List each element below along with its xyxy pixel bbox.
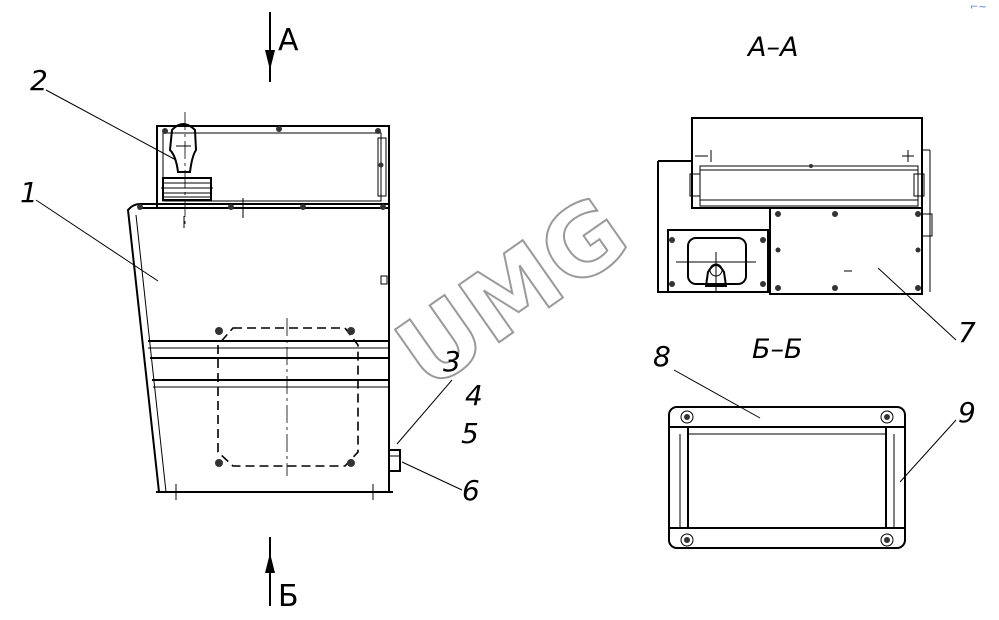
section-aa bbox=[657, 117, 933, 295]
connector-6 bbox=[388, 449, 401, 472]
section-bb bbox=[668, 406, 906, 549]
front-view bbox=[126, 112, 401, 500]
view-arrow-top: А bbox=[265, 12, 299, 82]
callouts-main: 2 1 3 4 5 6 bbox=[20, 64, 483, 507]
view-label-top: А bbox=[278, 23, 299, 58]
watermark-text: UMG bbox=[377, 174, 648, 410]
callout-3: 3 bbox=[443, 345, 461, 378]
hidden-hatch bbox=[217, 327, 359, 467]
callout-8: 8 bbox=[653, 340, 671, 373]
section-title-bb: Б–Б bbox=[752, 334, 803, 365]
callout-4: 4 bbox=[465, 379, 483, 412]
callout-5: 5 bbox=[461, 417, 479, 450]
housing bbox=[126, 203, 390, 493]
section-title-aa: А–А bbox=[746, 32, 798, 63]
callout-2: 2 bbox=[30, 64, 48, 97]
corner-mark: ⌐~ bbox=[970, 2, 987, 13]
callout-9: 9 bbox=[958, 396, 976, 429]
upper-box bbox=[156, 125, 390, 209]
callout-7: 7 bbox=[958, 316, 976, 349]
watermark: UMG bbox=[376, 173, 649, 411]
callout-1: 1 bbox=[20, 176, 38, 209]
view-arrow-bottom: Б bbox=[265, 537, 299, 614]
callout-6: 6 bbox=[462, 474, 480, 507]
view-label-bottom: Б bbox=[278, 579, 299, 614]
